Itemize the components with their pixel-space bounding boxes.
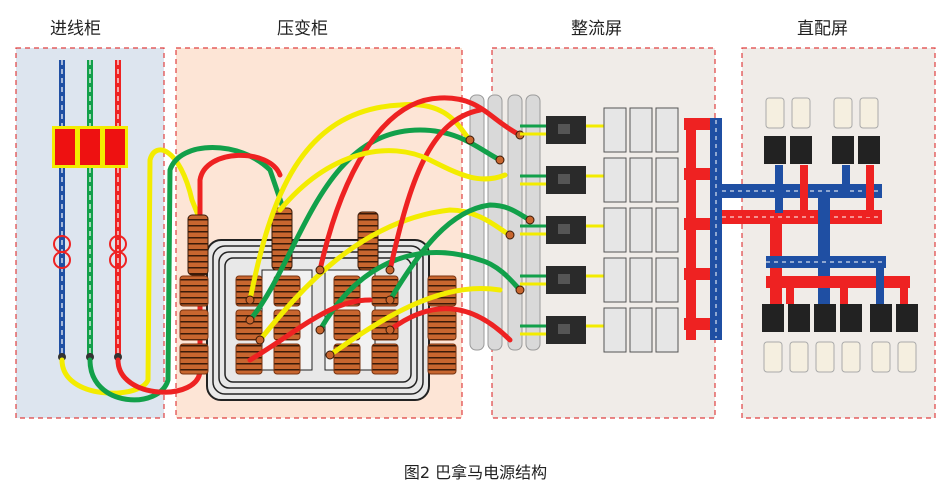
incoming-bus-bars bbox=[59, 60, 121, 356]
label-transformer-cabinet: 压变柜 bbox=[277, 19, 328, 39]
figure-caption: 图2 巴拿马电源结构 bbox=[403, 463, 548, 482]
dc-fuses-bottom bbox=[762, 304, 918, 373]
dc-distribution-bus bbox=[722, 165, 910, 304]
rectifier-modules bbox=[603, 107, 679, 353]
current-transformer-icon bbox=[53, 235, 127, 269]
dc-fuses-top bbox=[764, 97, 880, 164]
incoming-breaker bbox=[52, 126, 128, 168]
breaker-input-leads bbox=[520, 124, 604, 336]
secondary-cables bbox=[247, 95, 533, 363]
rectifier-breakers bbox=[546, 116, 586, 344]
label-rectifier-panel: 整流屏 bbox=[571, 19, 622, 39]
rectifier-output-bus bbox=[684, 118, 722, 340]
label-incoming-cabinet: 进线柜 bbox=[50, 19, 101, 39]
label-dc-distribution-panel: 直配屏 bbox=[797, 19, 848, 39]
transformer-bushings bbox=[187, 207, 379, 276]
